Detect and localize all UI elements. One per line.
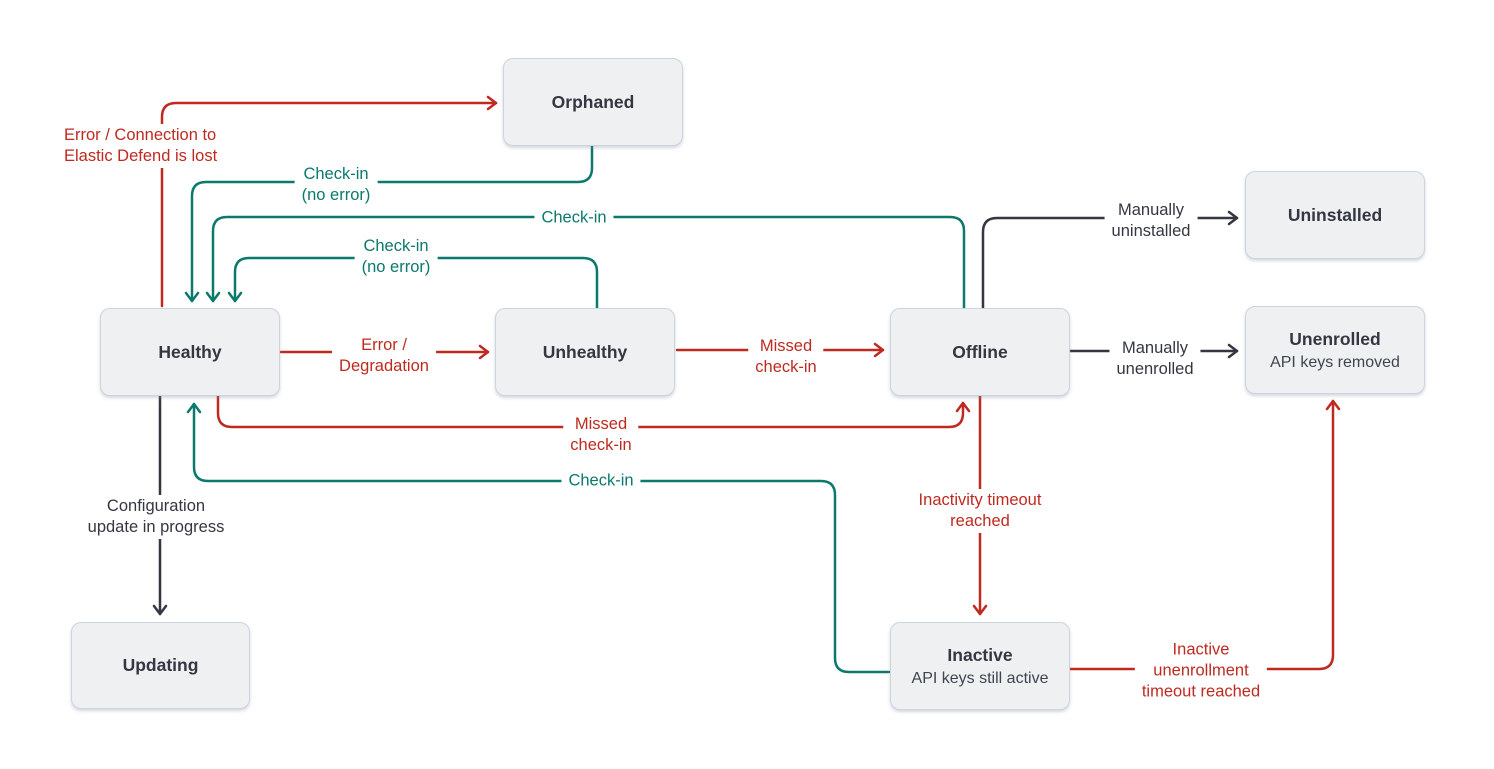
node-unenrolled-title: Unenrolled — [1289, 328, 1381, 349]
edge-label-config-update: Configuration update in progress — [80, 495, 232, 539]
edge-label-checkin-noerror-orphaned: Check-in (no error) — [294, 163, 378, 207]
node-orphaned: Orphaned — [503, 58, 683, 146]
node-updating: Updating — [71, 622, 250, 709]
edge-orphaned-to-healthy — [184, 144, 594, 303]
node-inactive: Inactive API keys still active — [890, 622, 1070, 710]
edge-label-missed-checkin-low: Missed check-in — [563, 413, 639, 457]
edge-healthy-to-orphaned — [160, 95, 498, 308]
node-healthy-title: Healthy — [158, 341, 222, 362]
edge-label-manually-unenrolled: Manually unenrolled — [1109, 337, 1201, 381]
node-offline: Offline — [890, 308, 1070, 396]
node-updating-title: Updating — [122, 655, 199, 675]
edge-label-checkin-from-inactive: Check-in — [561, 469, 641, 493]
edge-label-inactive-unenrollment: Inactive unenrollment timeout reached — [1134, 638, 1268, 704]
edge-label-missed-checkin-mid: Missed check-in — [748, 335, 824, 379]
edge-label-checkin-from-offline: Check-in — [534, 206, 614, 230]
edge-label-error-degradation: Error / Degradation — [332, 334, 436, 378]
node-unhealthy: Unhealthy — [495, 308, 675, 396]
edge-inactive-to-healthy — [186, 402, 891, 674]
node-healthy: Healthy — [100, 308, 280, 396]
node-uninstalled-title: Uninstalled — [1287, 204, 1383, 225]
edge-offline-to-healthy — [205, 215, 966, 310]
edge-label-manually-uninstalled: Manually uninstalled — [1104, 199, 1198, 243]
edge-label-error-connection: Error / Connection to Elastic Defend is … — [64, 124, 222, 168]
edge-offline-to-uninstalled — [981, 210, 1239, 310]
node-unenrolled: Unenrolled API keys removed — [1245, 306, 1425, 394]
edge-label-checkin-noerror-unhealthy: Check-in (no error) — [354, 235, 438, 279]
node-inactive-subtitle: API keys still active — [911, 669, 1049, 687]
node-unenrolled-subtitle: API keys removed — [1270, 353, 1400, 371]
node-inactive-title: Inactive — [947, 644, 1013, 665]
edge-inactive-to-unenrolled — [1068, 399, 1341, 671]
node-offline-title: Offline — [952, 341, 1008, 362]
node-orphaned-title: Orphaned — [551, 91, 635, 112]
node-unhealthy-title: Unhealthy — [542, 341, 628, 362]
edge-label-inactivity-timeout: Inactivity timeout reached — [911, 489, 1049, 533]
node-uninstalled: Uninstalled — [1245, 171, 1425, 259]
